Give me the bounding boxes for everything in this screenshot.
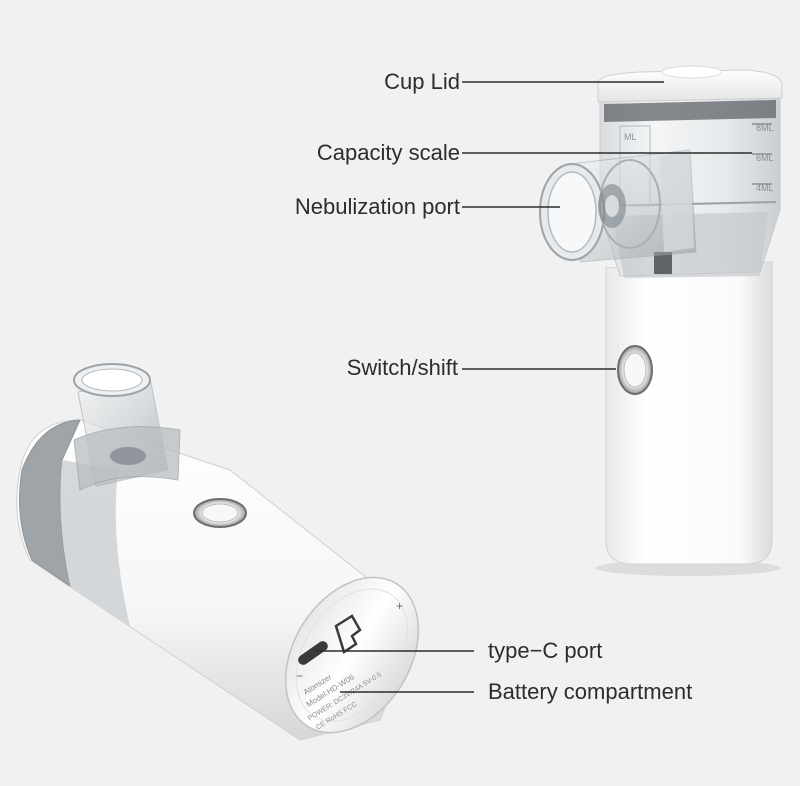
label-battery-compartment: Battery compartment (488, 679, 693, 704)
battery-latch (334, 614, 362, 654)
cup-lid-shape (597, 69, 783, 103)
cup-lid-knob (661, 65, 723, 79)
scale-label-4ml: 4ML (756, 183, 774, 193)
label-capacity-scale: Capacity scale (316, 140, 460, 165)
cap-plus-sign: + (396, 599, 403, 613)
nebulization-port-shape (539, 149, 697, 263)
end-cap-inner (295, 588, 409, 722)
lying-switch-inner (201, 503, 239, 523)
label-switch-shift: Switch/shift (346, 355, 458, 380)
lying-nebulizer: Atomizer Model:HD-W06 POWER: DC3V/24A 5V… (16, 363, 420, 741)
callout-lines (316, 81, 752, 693)
scale-label-8ml: 8ML (756, 123, 774, 133)
label-type-c-port: type−C port (488, 638, 603, 663)
cap-minus-sign: − (296, 669, 303, 683)
label-cup-lid: Cup Lid (384, 69, 460, 94)
scale-label-side: ML (624, 132, 637, 142)
type-c-port-shape (298, 641, 328, 665)
lying-cup-window (60, 460, 131, 626)
switch-button-inner (623, 352, 647, 388)
standing-nebulizer: 8ML 6ML 4ML ML (539, 65, 783, 576)
lying-mouthpiece (73, 363, 181, 491)
standing-body (605, 261, 773, 565)
end-cap-shape (284, 576, 420, 734)
label-nebulization-port: Nebulization port (294, 194, 460, 219)
scale-label-6ml: 6ML (756, 153, 774, 163)
chamber-slot (654, 252, 672, 274)
cup-cavity (604, 100, 776, 122)
